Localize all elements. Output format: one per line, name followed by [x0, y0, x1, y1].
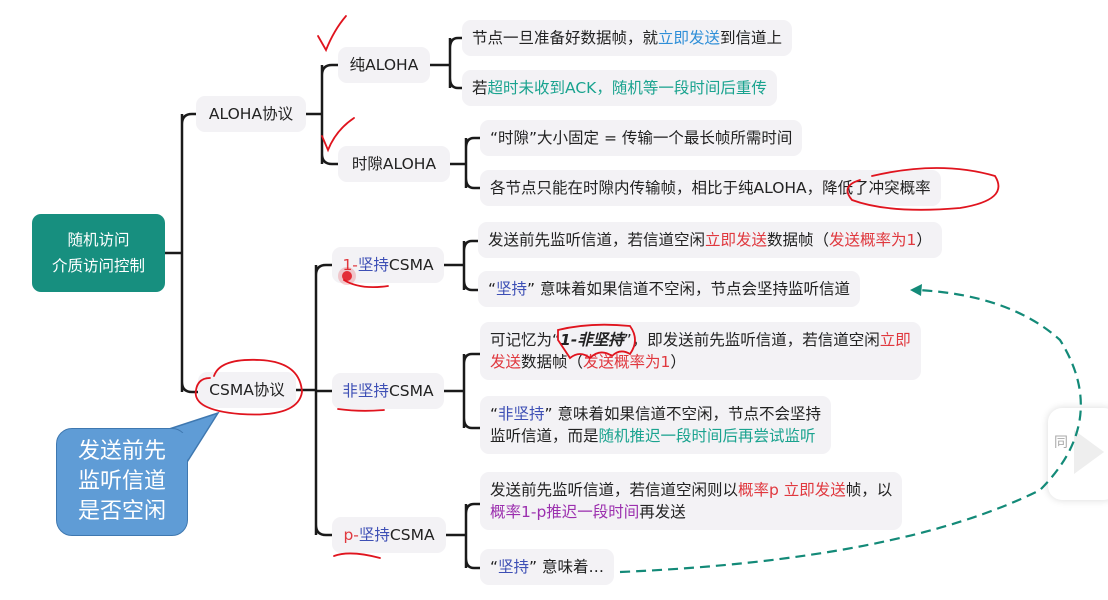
leaf-text-segment: “时隙”大小固定 = 传输一个最长帧所需时间	[490, 129, 793, 147]
csma-node[interactable]: CSMA协议	[198, 372, 296, 408]
leaf-pure-aloha-1[interactable]: 节点一旦准备好数据帧，就立即发送到信道上	[462, 20, 793, 56]
leaf-text-segment: 坚持	[498, 558, 530, 576]
leaf-text-segment: ” 意味着如果信道不空闲，节点会坚持监听信道	[527, 280, 851, 298]
leaf-text-segment: 发送概率为1	[829, 231, 917, 249]
leaf-text-segment: 发送	[490, 353, 522, 371]
arrow-head-icon	[910, 284, 922, 296]
root-line: 随机访问	[67, 231, 130, 249]
leaf-text-segment: 坚持	[496, 280, 528, 298]
leaf-text-segment: ” 意味着如果信道不空闲，节点不会坚持	[544, 405, 822, 423]
label-mid: 非坚持	[342, 382, 389, 400]
leaf-slotted-aloha-2[interactable]: 各节点只能在时隙内传输帧，相比于纯ALOHA，降低了冲突概率	[480, 170, 941, 206]
label-suffix: CSMA	[388, 256, 434, 274]
slotted-aloha-node[interactable]: 时隙ALOHA	[338, 146, 450, 182]
leaf-text-segment: 概率1-p推迟一段时间	[490, 503, 640, 521]
leaf-text-segment: ）	[670, 353, 686, 371]
aloha-node[interactable]: ALOHA协议	[196, 96, 306, 132]
leaf-text-segment: 立即	[879, 331, 911, 349]
root-node[interactable]: 随机访问 介质访问控制	[32, 214, 165, 292]
label-suffix: CSMA	[389, 526, 435, 544]
leaf-p-persistent-2[interactable]: “坚持” 意味着…	[480, 549, 615, 585]
leaf-text-segment: 发送前先监听信道，若信道空闲则以	[490, 481, 739, 499]
label-mid: 坚持	[357, 256, 389, 274]
leaf-non-persistent-2[interactable]: “非坚持” 意味着如果信道不空闲，节点不会坚持监听信道，而是随机推迟一段时间后再…	[480, 396, 832, 454]
leaf-non-persistent-1[interactable]: 可记忆为“1-非坚持”，即发送前先监听信道，若信道空闲立即发送数据帧（发送概率为…	[480, 322, 921, 380]
leaf-text-segment: 概率p 立即发送	[738, 481, 846, 499]
label-suffix: CSMA	[388, 382, 434, 400]
leaf-one-persistent-1[interactable]: 发送前先监听信道，若信道空闲立即发送数据帧（发送概率为1）	[478, 222, 942, 258]
widget-glyph: 同	[1054, 435, 1068, 451]
leaf-text-segment: ”，即发送前先监听信道，若信道空闲	[623, 331, 880, 349]
leaf-text-segment: 再发送	[639, 503, 686, 521]
leaf-text-segment: 节点一旦准备好数据帧，就	[472, 29, 659, 47]
play-icon[interactable]	[1074, 430, 1104, 474]
underline-annotation	[333, 552, 381, 559]
leaf-p-persistent-1[interactable]: 发送前先监听信道，若信道空闲则以概率p 立即发送帧，以概率1-p推迟一段时间再发…	[480, 472, 903, 530]
leaf-text-segment: 1-非坚持	[560, 331, 624, 349]
pure-aloha-node[interactable]: 纯ALOHA	[338, 47, 430, 83]
underline-annotation	[337, 408, 385, 412]
leaf-text-segment: 立即发送	[658, 29, 721, 47]
leaf-text-segment: 各节点只能在时隙内传输帧，相比于纯ALOHA，降低了冲突概率	[490, 179, 931, 197]
callout-line: 是否空闲	[77, 499, 166, 524]
root-line: 介质访问控制	[51, 257, 145, 275]
leaf-text-segment: 若	[472, 79, 488, 97]
leaf-text-segment: 可记忆为“	[490, 331, 561, 349]
leaf-text-segment: “	[488, 280, 497, 298]
leaf-text-segment: 超时未收到ACK，随机等一段时间后重传	[487, 79, 767, 97]
callout-bubble: 发送前先 监听信道 是否空闲	[56, 428, 188, 536]
label-prefix: 1-	[342, 256, 358, 274]
pure-aloha-label: 纯ALOHA	[349, 56, 419, 74]
label-mid: 坚持	[358, 526, 390, 544]
leaf-text-segment: 监听信道，而是	[490, 427, 599, 445]
leaf-text-segment: 数据帧（	[521, 353, 584, 371]
slotted-aloha-label: 时隙ALOHA	[351, 155, 437, 173]
csma-label: CSMA协议	[209, 381, 285, 399]
leaf-text-segment: “	[490, 405, 499, 423]
leaf-text-segment: 数据帧（	[767, 231, 830, 249]
callout-line: 监听信道	[77, 469, 166, 494]
leaf-text-segment: ” 意味着…	[529, 558, 605, 576]
leaf-text-segment: 立即发送	[705, 231, 768, 249]
leaf-text-segment: “	[490, 558, 499, 576]
leaf-text-segment: 帧，以	[845, 481, 893, 499]
leaf-text-segment: 到信道上	[720, 29, 783, 47]
aloha-label: ALOHA协议	[208, 105, 294, 123]
leaf-text-segment: 发送概率为1	[583, 353, 671, 371]
leaf-one-persistent-2[interactable]: “坚持” 意味着如果信道不空闲，节点会坚持监听信道	[478, 271, 861, 307]
label-prefix: p-	[343, 526, 359, 544]
video-widget[interactable]: 同	[1048, 408, 1108, 500]
leaf-text-segment: 发送前先监听信道，若信道空闲	[488, 231, 706, 249]
leaf-text-segment: 随机推迟一段时间后再尝试监听	[598, 427, 816, 445]
leaf-text-segment: ）	[916, 231, 932, 249]
checkmark-icon	[317, 15, 347, 53]
leaf-slotted-aloha-1[interactable]: “时隙”大小固定 = 传输一个最长帧所需时间	[480, 120, 803, 156]
leaf-pure-aloha-2[interactable]: 若超时未收到ACK，随机等一段时间后重传	[462, 70, 777, 106]
callout-line: 发送前先	[77, 439, 166, 464]
leaf-text-segment: 非坚持	[498, 405, 545, 423]
